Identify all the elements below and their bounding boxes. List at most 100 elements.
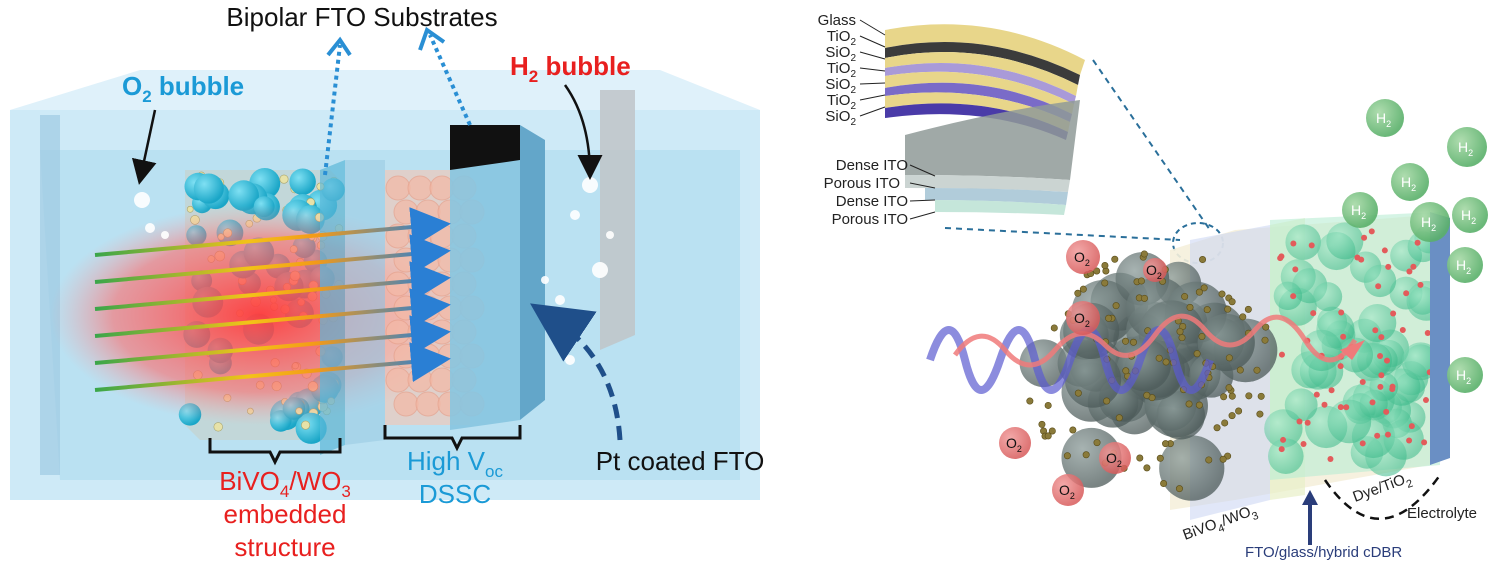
light-ray [94, 342, 451, 392]
h2-bubble-right [1447, 247, 1483, 283]
dye-molecule [1421, 439, 1428, 446]
h2-bubble [606, 231, 614, 239]
dye-molecule [1422, 397, 1429, 404]
wo3-particle [1228, 412, 1236, 420]
tio2-particle [1358, 304, 1397, 343]
dssc-electrode-side [520, 125, 545, 420]
bivo4-particle [279, 174, 289, 184]
stack-layer-leader [859, 67, 886, 72]
stack-layer-label: TiO2 [827, 92, 857, 112]
dssc-black-contact [450, 125, 520, 170]
wo3-particle [1103, 397, 1111, 405]
electrolyte-label: Electrolyte [1407, 505, 1477, 522]
red-wave-arrowhead [1340, 340, 1365, 360]
dye-molecule [1377, 383, 1384, 390]
dye-molecule [1337, 363, 1344, 370]
wo3-particle [1143, 464, 1151, 472]
wo3-particle [1257, 392, 1265, 400]
wo3-particle [1156, 454, 1164, 462]
wo3-particle [1228, 392, 1236, 400]
dssc-particle [407, 175, 433, 201]
h2-bubble-text: H2 [1376, 110, 1391, 129]
stack-layer-leader [859, 19, 886, 36]
bipolar-fto-title: Bipolar FTO Substrates [226, 2, 497, 32]
dye-molecule [1340, 333, 1347, 340]
dssc-particle [415, 199, 441, 225]
fto-substrate-1 [320, 160, 345, 455]
dye-molecule [1296, 418, 1303, 425]
dye-molecule [1337, 404, 1344, 411]
wo3-particle [1038, 420, 1046, 428]
stack-layer-leader [859, 51, 886, 60]
wo3-particle [1105, 314, 1113, 322]
dye-molecule [1399, 326, 1406, 333]
light-ray [94, 261, 451, 311]
counter-electrode [1430, 212, 1450, 465]
dye-molecule [1406, 268, 1413, 275]
dssc-particle [415, 391, 441, 417]
dye-molecule [1384, 357, 1391, 364]
dye-molecule [1414, 239, 1421, 246]
wo3-particle [1235, 407, 1243, 415]
pt-fto-label: Pt coated FTO [596, 446, 765, 476]
h2-bubble-text: H2 [1456, 257, 1471, 276]
wo3-particle [1129, 338, 1137, 346]
wo3-particle [1244, 305, 1252, 313]
dssc-particle [385, 367, 411, 393]
o2-bubble [161, 231, 169, 239]
stack-layer-label: SiO2 [825, 76, 856, 96]
h2-bubble-text: H2 [1458, 139, 1473, 158]
wo3-particle [1140, 294, 1148, 302]
stack-layer-label: SiO2 [825, 108, 856, 128]
dye-molecule [1361, 234, 1368, 241]
h2-bubble [565, 355, 575, 365]
o2-bubbles [134, 192, 169, 239]
o2-pointer [131, 109, 157, 185]
wo3-particle [1224, 305, 1232, 313]
wo3-particle [1213, 424, 1221, 432]
o2-bubble-text: O2 [1059, 482, 1075, 501]
blue-light-wave [926, 326, 1214, 394]
wo3-particle [1195, 401, 1203, 409]
tio2-particle [1285, 224, 1322, 261]
wo3-particle [1112, 302, 1120, 310]
bivo4-particle [213, 422, 223, 432]
fto-glass-cdbr-label: FTO/glass/hybrid cDBR [1245, 544, 1402, 561]
dssc-particle [393, 247, 419, 273]
electrolyte-tank-top [10, 70, 760, 110]
dye-molecule [1406, 437, 1413, 444]
light-ray [94, 234, 451, 284]
dye-molecule [1338, 309, 1345, 316]
wo3-particle [1050, 324, 1058, 332]
tio2-particle [1284, 388, 1318, 422]
wo3-particle [1219, 455, 1227, 463]
tio2-particle [1273, 281, 1303, 311]
o2-bubble-right [1066, 240, 1100, 274]
wo3-particle [1101, 279, 1109, 287]
wo3-particle [1236, 366, 1244, 374]
tio2-particle [1300, 329, 1343, 372]
dye-molecule [1383, 408, 1390, 415]
stack-layer-leader [859, 35, 886, 48]
dye-molecule [1377, 352, 1384, 359]
light-rays [94, 207, 451, 392]
wo3-particle [1181, 293, 1189, 301]
h2-pointer [563, 84, 603, 180]
h2-bubble-right [1342, 192, 1378, 228]
h2-bubble-right [1447, 357, 1483, 393]
wo3-particle [1082, 451, 1090, 459]
light-ray [94, 288, 451, 338]
o2-bubble-text: O2 [1074, 310, 1090, 329]
dssc-particle [407, 271, 433, 297]
dye-molecule [1372, 327, 1379, 334]
h2-bubble-right [1366, 99, 1404, 137]
bivo4-label-line1: BiVO4/WO3 [219, 466, 351, 501]
dye-molecule [1390, 310, 1397, 317]
bivo4-particle [228, 180, 259, 211]
fto-pointer-1 [323, 44, 342, 176]
wo3-particle [1137, 277, 1145, 285]
